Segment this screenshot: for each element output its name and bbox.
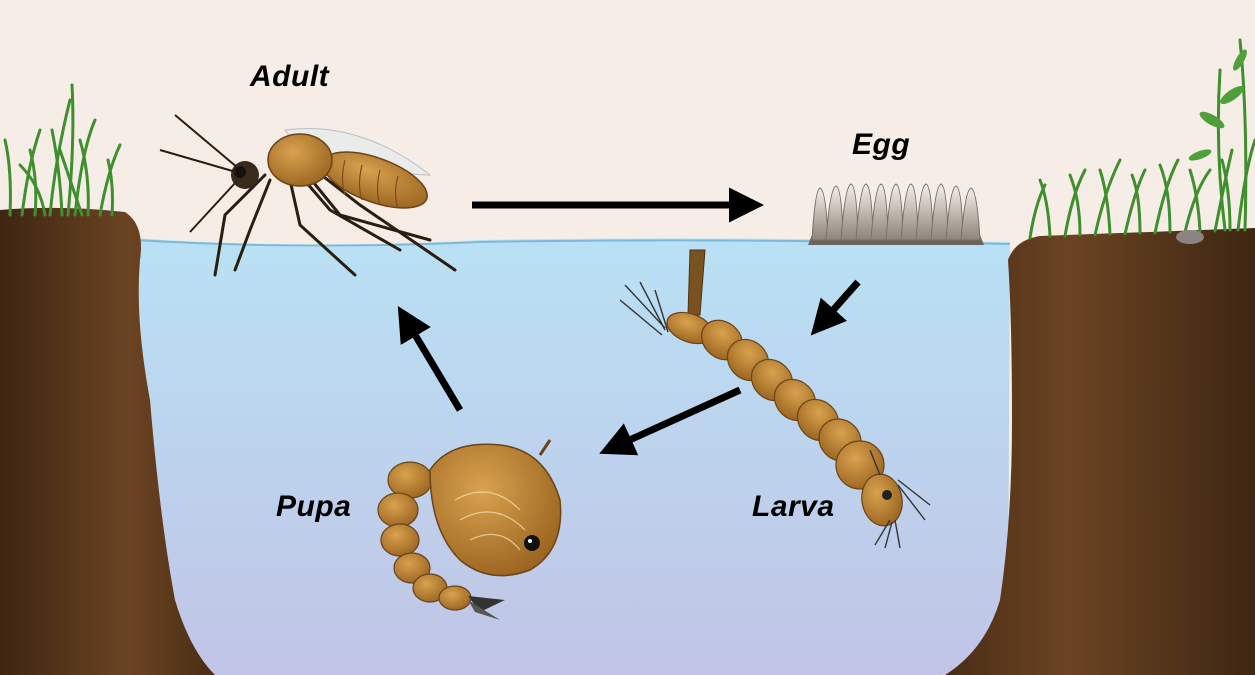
pebble-icon (1176, 230, 1204, 244)
label-egg: Egg (852, 128, 910, 162)
label-adult: Adult (250, 60, 329, 94)
label-larva: Larva (752, 490, 835, 524)
grass-icon (5, 85, 120, 215)
egg-raft-icon (808, 184, 984, 245)
label-pupa: Pupa (276, 490, 351, 524)
grass-icon (1030, 40, 1255, 238)
